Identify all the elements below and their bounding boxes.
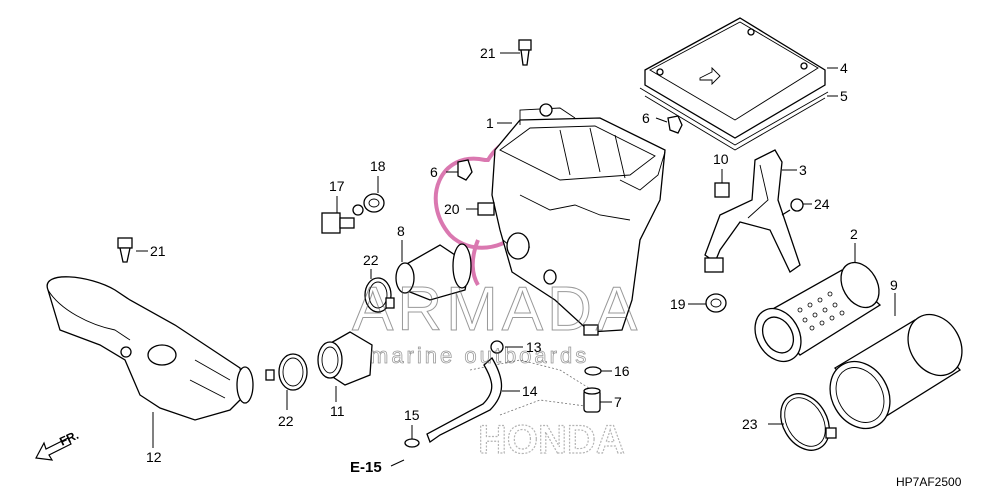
callout-21-left: 21 xyxy=(150,243,166,259)
bracket xyxy=(704,149,801,273)
screw-left xyxy=(117,237,133,263)
band-clamp xyxy=(780,393,837,451)
callout-15: 15 xyxy=(404,407,420,423)
connector-tube xyxy=(395,243,472,301)
screw-top xyxy=(518,39,532,66)
callout-4: 4 xyxy=(840,60,848,76)
callout-2: 2 xyxy=(850,226,858,242)
callout-21-top: 21 xyxy=(480,45,496,61)
front-direction-label: FR. xyxy=(57,428,80,449)
clip-16 xyxy=(584,366,602,376)
honda-logo-text: HONDA xyxy=(478,418,625,462)
callout-10: 10 xyxy=(713,151,729,167)
section-reference: E-15 xyxy=(350,459,382,476)
plug-13 xyxy=(490,340,504,354)
callout-19: 19 xyxy=(670,296,686,312)
air-cleaner-cover xyxy=(639,17,829,151)
clamp-band xyxy=(265,353,308,391)
callout-13: 13 xyxy=(526,339,542,355)
diagram-code-label: HP7AF2500 xyxy=(896,475,962,489)
air-cleaner-case xyxy=(491,103,666,336)
watermark: ARMADA marine outboards xyxy=(352,275,641,369)
callout-1: 1 xyxy=(486,115,494,131)
callout-12: 12 xyxy=(146,449,162,465)
callout-16: 16 xyxy=(614,363,630,379)
intake-duct xyxy=(46,276,254,421)
callout-20: 20 xyxy=(444,201,460,217)
clip-left xyxy=(457,159,473,181)
front-direction-arrow-icon: FR. xyxy=(35,428,81,461)
callout-22-lower: 22 xyxy=(278,413,294,429)
filter-sleeve xyxy=(829,313,963,430)
callout-7: 7 xyxy=(614,394,622,410)
clamp-band-upper xyxy=(364,277,395,313)
callout-5: 5 xyxy=(840,88,848,104)
drain-tube xyxy=(426,356,503,444)
callout-24: 24 xyxy=(814,196,830,212)
callout-8: 8 xyxy=(397,223,405,239)
cap-7 xyxy=(583,387,601,413)
sensor xyxy=(321,204,364,234)
callout-17: 17 xyxy=(329,178,345,194)
callout-6-left: 6 xyxy=(430,164,438,180)
callout-9: 9 xyxy=(890,277,898,293)
callouts: 21 4 5 1 6 6 3 10 18 17 20 24 8 2 22 21 … xyxy=(146,45,898,465)
watermark-brand: ARMADA xyxy=(352,275,641,344)
grommet-19 xyxy=(705,293,727,313)
grommet xyxy=(363,193,385,213)
callout-6-right: 6 xyxy=(642,110,650,126)
plate-20 xyxy=(477,202,495,216)
leader-lines xyxy=(136,52,896,467)
callout-23: 23 xyxy=(742,416,758,432)
callout-11: 11 xyxy=(330,403,345,419)
callout-22-upper: 22 xyxy=(363,252,379,268)
watermark-tagline: marine outboards xyxy=(370,343,589,368)
joint xyxy=(317,331,373,386)
collar-10 xyxy=(714,182,730,198)
clip-upper xyxy=(667,115,683,134)
callout-18: 18 xyxy=(370,158,386,174)
bolt-24 xyxy=(781,198,804,216)
filter-element xyxy=(754,261,882,363)
callout-14: 14 xyxy=(522,383,538,399)
reference-label: E-15 xyxy=(350,459,382,476)
clip-15 xyxy=(404,438,420,448)
diagram-code: HP7AF2500 xyxy=(896,475,962,489)
callout-3: 3 xyxy=(799,162,807,178)
